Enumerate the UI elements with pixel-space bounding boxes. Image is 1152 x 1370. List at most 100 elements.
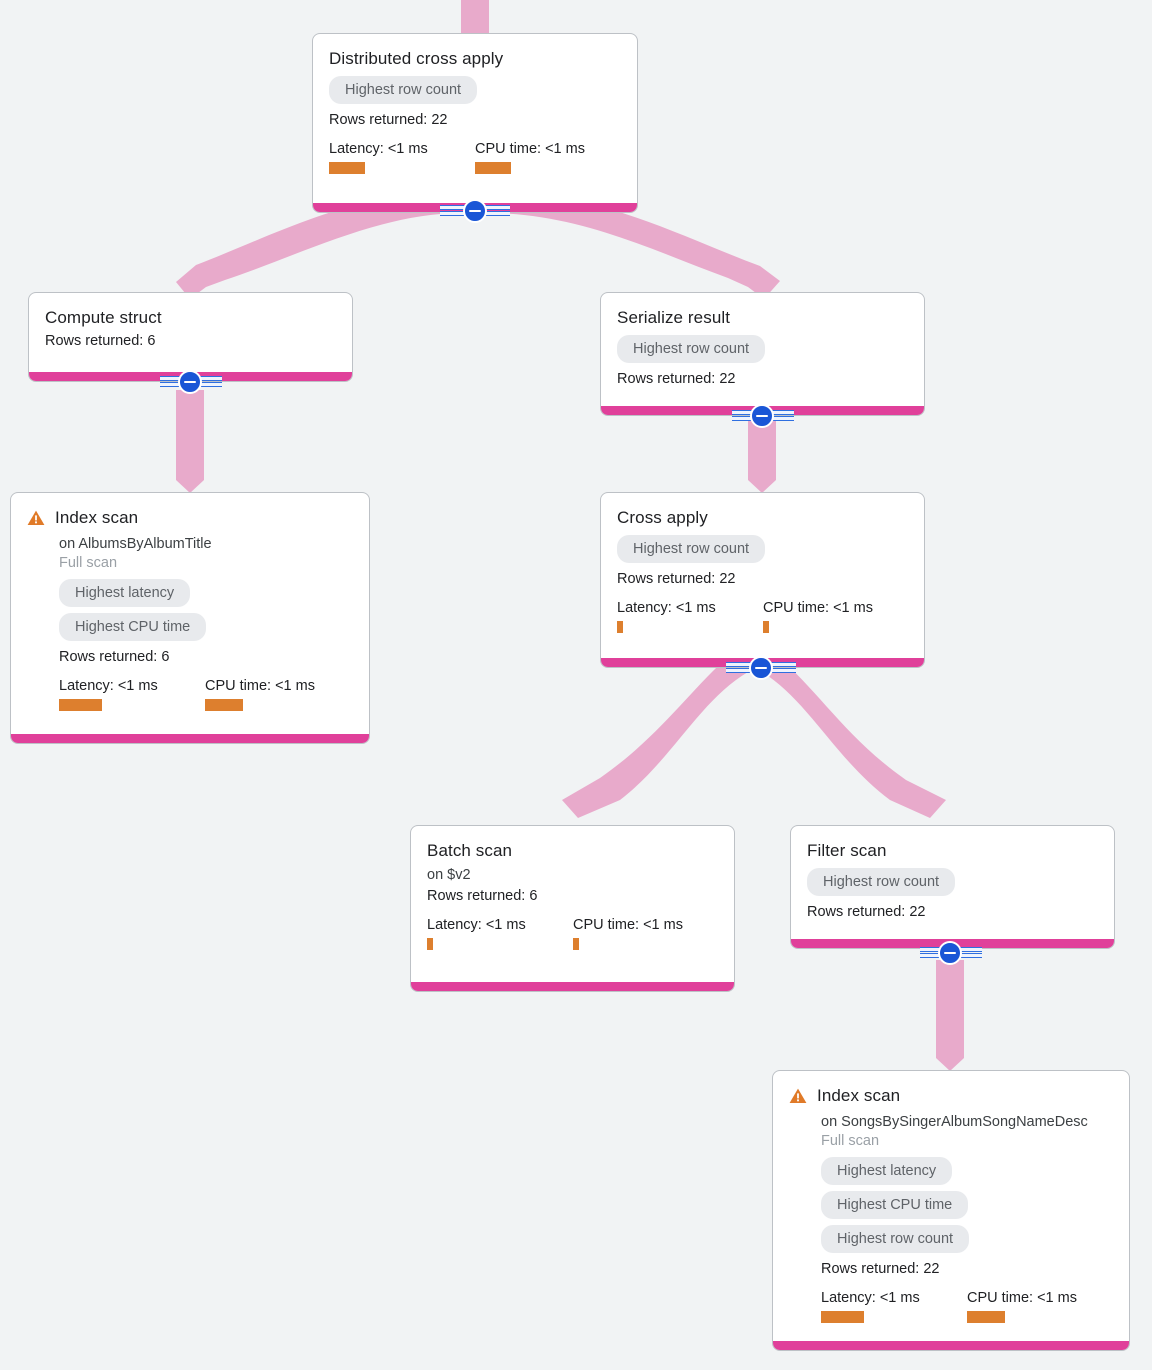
metrics-row: Latency: <1 ms CPU time: <1 ms [59,677,353,711]
node-accent-bar [11,734,369,743]
node-batch-scan[interactable]: Batch scan on $v2 Rows returned: 6 Laten… [410,825,735,992]
metrics-row: Latency: <1 ms CPU time: <1 ms [821,1289,1113,1323]
node-details: on AlbumsByAlbumTitle Full scan Highest … [59,535,353,711]
scan-target: on $v2 [427,867,471,883]
badge-highest-cpu-time: Highest CPU time [59,613,207,641]
metric-cpu-bar [763,621,769,633]
metric-cpu-bar [205,699,243,711]
metric-cpu-label: CPU time: <1 ms [967,1290,1077,1306]
metric-latency-bar [617,621,623,633]
badge-wrap: Highest row count [807,862,1098,896]
metric-latency-label: Latency: <1 ms [617,600,716,616]
edge-cross-to-batch [562,655,748,818]
metric-latency: Latency: <1 ms [329,140,475,174]
warning-icon [789,1088,807,1109]
node-title-row: Index scan [789,1085,1113,1109]
metric-cpu-bar [967,1311,1005,1323]
metric-latency-bar [427,938,433,950]
metric-cpu-label: CPU time: <1 ms [205,678,315,694]
node-title-row: Distributed cross apply [329,48,621,70]
metric-cpu-time: CPU time: <1 ms [967,1289,1077,1323]
node-title-row: Batch scan [427,840,718,862]
metric-latency-label: Latency: <1 ms [427,917,526,933]
metric-latency: Latency: <1 ms [821,1289,967,1323]
metric-cpu-bar [573,938,579,950]
badge-wrap: Highest CPU time [59,607,353,641]
rows-returned: Rows returned: 22 [617,371,736,387]
node-title: Index scan [817,1086,901,1105]
badge-wrap: Highest row count [821,1219,1113,1253]
node-title-row: Index scan [27,507,353,531]
node-title: Serialize result [617,308,731,327]
node-body: Index scan on SongsBySingerAlbumSongName… [773,1071,1129,1341]
metric-cpu-bar [475,162,511,174]
badge-wrap: Highest row count [329,70,621,104]
metric-latency-label: Latency: <1 ms [329,141,428,157]
badge-highest-row-count: Highest row count [617,535,766,563]
metric-latency: Latency: <1 ms [617,599,763,633]
node-cross-apply[interactable]: Cross apply Highest row count Rows retur… [600,492,925,668]
collapse-button-distributed-cross-apply[interactable] [463,199,487,223]
node-title-row: Compute struct [45,307,336,329]
edge-serialize-to-cross [748,420,776,493]
collapse-button-filter-scan[interactable] [938,941,962,965]
node-distributed-cross-apply[interactable]: Distributed cross apply Highest row coun… [312,33,638,213]
badge-wrap: Highest row count [617,329,908,363]
rows-returned: Rows returned: 22 [329,112,448,128]
node-body: Compute struct Rows returned: 6 [29,293,352,372]
metric-cpu-label: CPU time: <1 ms [475,141,585,157]
collapse-button-serialize-result[interactable] [750,404,774,428]
metrics-row: Latency: <1 ms CPU time: <1 ms [329,140,621,174]
rows-returned: Rows returned: 22 [807,904,926,920]
badge-wrap: Highest latency [59,573,353,607]
collapse-button-cross-apply[interactable] [749,656,773,680]
node-filter-scan[interactable]: Filter scan Highest row count Rows retur… [790,825,1115,949]
metric-cpu-time: CPU time: <1 ms [205,677,315,711]
node-details: Highest row count Rows returned: 22 Late… [329,70,621,174]
metrics-row: Latency: <1 ms CPU time: <1 ms [427,916,718,950]
node-body: Serialize result Highest row count Rows … [601,293,924,406]
badge-highest-row-count: Highest row count [807,868,956,896]
badge-highest-latency: Highest latency [59,579,191,607]
node-body: Batch scan on $v2 Rows returned: 6 Laten… [411,826,734,982]
node-title: Distributed cross apply [329,49,504,68]
node-body: Distributed cross apply Highest row coun… [313,34,637,203]
rows-returned: Rows returned: 6 [427,888,538,904]
badge-highest-latency: Highest latency [821,1157,953,1185]
metric-cpu-time: CPU time: <1 ms [475,140,585,174]
node-index-scan-songs[interactable]: Index scan on SongsBySingerAlbumSongName… [772,1070,1130,1351]
rows-returned: Rows returned: 6 [59,649,170,665]
node-index-scan-albums[interactable]: Index scan on AlbumsByAlbumTitle Full sc… [10,492,370,744]
node-serialize-result[interactable]: Serialize result Highest row count Rows … [600,292,925,416]
badge-highest-row-count: Highest row count [329,76,478,104]
rows-returned: Rows returned: 22 [617,571,736,587]
badge-wrap: Highest CPU time [821,1185,1113,1219]
edge-compute-to-index [176,390,204,493]
edge-dca-to-serialize [488,190,780,299]
badge-highest-row-count: Highest row count [617,335,766,363]
warning-icon [27,510,45,531]
scan-type: Full scan [59,555,118,571]
node-compute-struct[interactable]: Compute struct Rows returned: 6 [28,292,353,382]
node-body: Index scan on AlbumsByAlbumTitle Full sc… [11,493,369,734]
edge-filter-to-index [936,960,964,1071]
node-details: on $v2 Rows returned: 6 Latency: <1 ms C… [427,866,718,950]
metric-latency-label: Latency: <1 ms [821,1290,920,1306]
metric-latency: Latency: <1 ms [59,677,205,711]
metric-latency-bar [329,162,365,174]
metric-cpu-time: CPU time: <1 ms [763,599,873,633]
collapse-button-compute-struct[interactable] [178,370,202,394]
metrics-row: Latency: <1 ms CPU time: <1 ms [617,599,908,633]
rows-returned: Rows returned: 22 [821,1261,940,1277]
metric-latency: Latency: <1 ms [427,916,573,950]
node-body: Filter scan Highest row count Rows retur… [791,826,1114,939]
node-title: Index scan [55,508,139,527]
index-target: on SongsBySingerAlbumSongNameDesc [821,1114,1088,1130]
badge-wrap: Highest row count [617,529,908,563]
node-title-row: Cross apply [617,507,908,529]
node-details: Highest row count Rows returned: 22 [617,329,908,389]
metric-latency-bar [821,1311,864,1323]
node-title: Cross apply [617,508,708,527]
node-title: Compute struct [45,308,162,327]
metric-latency-label: Latency: <1 ms [59,678,158,694]
